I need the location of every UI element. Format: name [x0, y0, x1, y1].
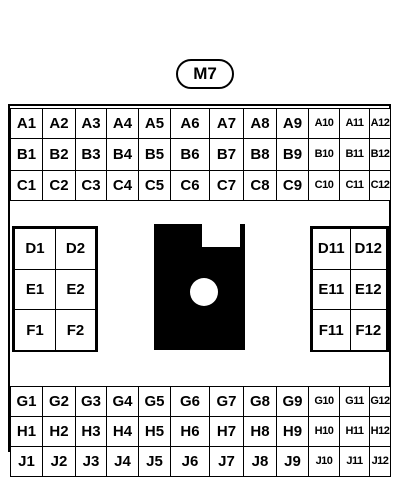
well-cell: H11 — [339, 416, 370, 447]
well-cell: H2 — [42, 416, 76, 447]
well-cell: H6 — [170, 416, 210, 447]
well-cell: C8 — [243, 170, 277, 201]
well-cell: A3 — [75, 108, 107, 139]
well-cell: J7 — [209, 446, 244, 477]
well-cell: G11 — [339, 386, 370, 417]
well-cell: G4 — [106, 386, 139, 417]
well-cell: G6 — [170, 386, 210, 417]
well-cell: B4 — [106, 138, 139, 171]
well-cell: D2 — [55, 228, 96, 270]
well-cell: J12 — [369, 446, 391, 477]
well-cell: B2 — [42, 138, 76, 171]
well-cell: C11 — [339, 170, 370, 201]
well-cell: D11 — [312, 228, 351, 270]
well-cell: B11 — [339, 138, 370, 171]
well-cell: G9 — [276, 386, 309, 417]
well-cell: H1 — [10, 416, 43, 447]
well-cell: A8 — [243, 108, 277, 139]
well-cell: F1 — [14, 309, 56, 351]
well-cell: B10 — [308, 138, 340, 171]
well-cell: C12 — [369, 170, 391, 201]
well-cell: H8 — [243, 416, 277, 447]
well-cell: J5 — [138, 446, 171, 477]
well-cell: C5 — [138, 170, 171, 201]
well-cell: G1 — [10, 386, 43, 417]
well-cell: G2 — [42, 386, 76, 417]
well-cell: J4 — [106, 446, 139, 477]
well-cell: B6 — [170, 138, 210, 171]
well-cell: A4 — [106, 108, 139, 139]
well-cell: A9 — [276, 108, 309, 139]
well-cell: J2 — [42, 446, 76, 477]
well-cell: G8 — [243, 386, 277, 417]
well-cell: C1 — [10, 170, 43, 201]
well-cell: G10 — [308, 386, 340, 417]
well-cell: E12 — [349, 268, 387, 311]
well-cell: A2 — [42, 108, 76, 139]
well-cell: C3 — [75, 170, 107, 201]
well-cell: J9 — [276, 446, 309, 477]
well-cell: C2 — [42, 170, 76, 201]
well-cell: G3 — [75, 386, 107, 417]
well-cell: H10 — [308, 416, 340, 447]
well-cell: J3 — [75, 446, 107, 477]
well-cell: J11 — [339, 446, 370, 477]
well-cell: B3 — [75, 138, 107, 171]
well-cell: C4 — [106, 170, 139, 201]
well-cell: H3 — [75, 416, 107, 447]
well-cell: A1 — [10, 108, 43, 139]
module-label: M7 — [176, 59, 234, 89]
well-cell: G12 — [369, 386, 391, 417]
well-cell: F12 — [349, 309, 387, 351]
well-cell: D1 — [14, 228, 56, 270]
well-cell: J10 — [308, 446, 340, 477]
center-block-notch — [202, 224, 240, 247]
well-cell: D12 — [349, 228, 387, 270]
well-cell: H4 — [106, 416, 139, 447]
well-cell: A6 — [170, 108, 210, 139]
well-cell: H12 — [369, 416, 391, 447]
center-hole — [190, 278, 218, 306]
well-cell: B1 — [10, 138, 43, 171]
well-cell: A10 — [308, 108, 340, 139]
well-cell: E11 — [312, 268, 351, 311]
well-cell: B7 — [209, 138, 244, 171]
well-cell: A7 — [209, 108, 244, 139]
well-cell: C10 — [308, 170, 340, 201]
well-cell: F11 — [312, 309, 351, 351]
well-cell: B8 — [243, 138, 277, 171]
well-cell: C9 — [276, 170, 309, 201]
well-cell: A12 — [369, 108, 391, 139]
well-cell: J1 — [10, 446, 43, 477]
well-cell: H5 — [138, 416, 171, 447]
well-cell: C6 — [170, 170, 210, 201]
well-cell: G7 — [209, 386, 244, 417]
well-cell: F2 — [55, 309, 96, 351]
well-cell: H7 — [209, 416, 244, 447]
well-cell: E1 — [14, 268, 56, 311]
well-cell: J6 — [170, 446, 210, 477]
well-cell: E2 — [55, 268, 96, 311]
well-cell: H9 — [276, 416, 309, 447]
well-cell: A11 — [339, 108, 370, 139]
well-cell: C7 — [209, 170, 244, 201]
well-cell: A5 — [138, 108, 171, 139]
well-cell: B12 — [369, 138, 391, 171]
well-cell: B9 — [276, 138, 309, 171]
well-cell: J8 — [243, 446, 277, 477]
well-cell: B5 — [138, 138, 171, 171]
well-cell: G5 — [138, 386, 171, 417]
